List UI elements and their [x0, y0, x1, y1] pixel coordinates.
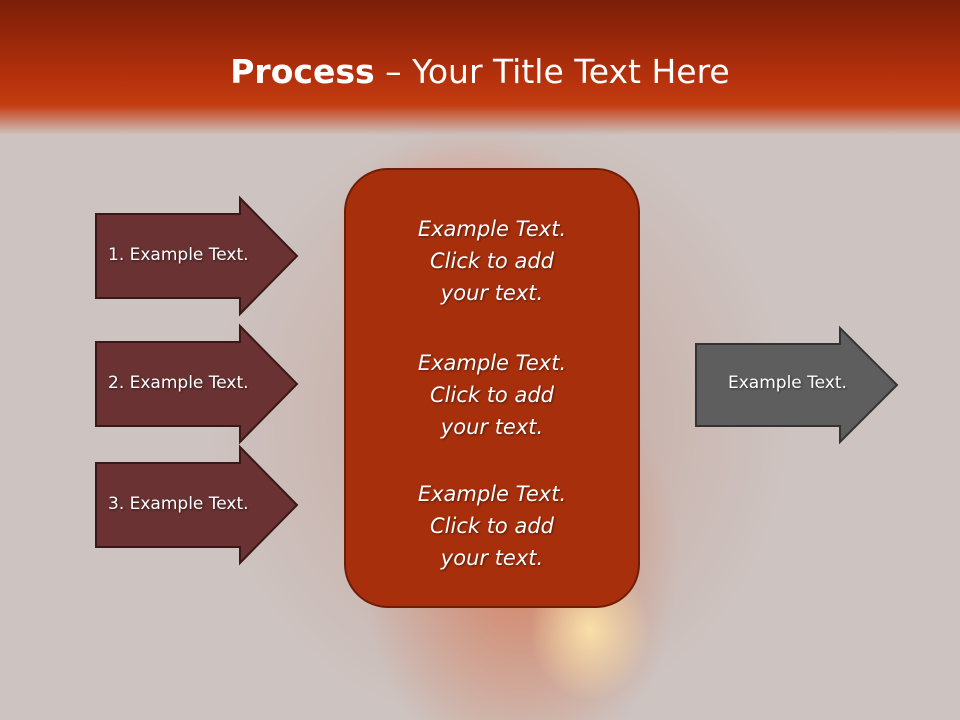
center-process-box[interactable]	[344, 168, 640, 608]
text-line: Example Text.	[417, 351, 567, 375]
text-line: Example Text.	[417, 482, 567, 506]
input-arrow-3[interactable]	[95, 444, 299, 566]
slide-title[interactable]: Process – Your Title Text Here	[230, 52, 730, 91]
output-label: Example Text.	[728, 373, 847, 393]
text-line: your text.	[440, 415, 544, 439]
input-label-3: 3. Example Text.	[108, 494, 249, 514]
input-arrow-1[interactable]	[95, 195, 299, 317]
text-line: Example Text.	[417, 217, 567, 241]
center-text-block-3[interactable]: Example Text. Click to add your text.	[344, 478, 640, 574]
input-label-1: 1. Example Text.	[108, 245, 249, 265]
center-text-block-2[interactable]: Example Text. Click to add your text.	[344, 347, 640, 443]
input-arrow-2[interactable]	[95, 323, 299, 445]
text-line: your text.	[440, 281, 544, 305]
text-line: your text.	[440, 546, 544, 570]
title-banner	[0, 0, 960, 135]
center-text-block-1[interactable]: Example Text. Click to add your text.	[344, 213, 640, 309]
output-arrow[interactable]	[695, 325, 899, 445]
text-line: Click to add	[429, 514, 554, 538]
text-line: Click to add	[429, 383, 554, 407]
input-label-2: 2. Example Text.	[108, 373, 249, 393]
text-line: Click to add	[429, 249, 554, 273]
